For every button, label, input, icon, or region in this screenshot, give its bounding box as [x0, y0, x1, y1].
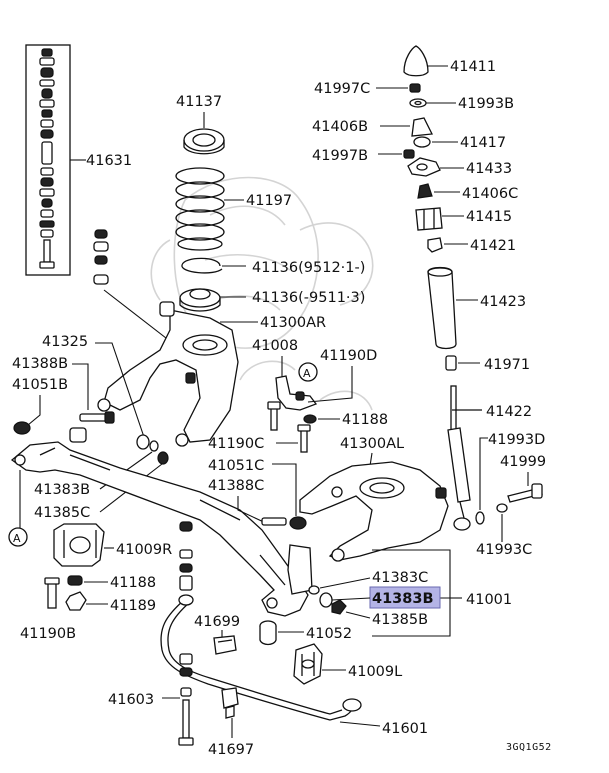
part-label-41999[interactable]: 41999 [500, 454, 546, 470]
part-label-41136-new[interactable]: 41136(9512·1-) [252, 260, 365, 276]
part-label-41993D[interactable]: 41993D [488, 432, 545, 448]
stabilizer-bar-41601: 41601 [160, 594, 428, 737]
part-label-41300AR[interactable]: 41300AR [260, 315, 326, 331]
part-label-41423[interactable]: 41423 [480, 294, 526, 310]
background-watermark [150, 176, 374, 411]
part-label-41601[interactable]: 41601 [382, 721, 428, 737]
coil-spring-assembly: 41137 41197 41136(9512·1-) 41136(-9511·3… [175, 94, 365, 312]
shock-hardware-right: 41993D 41999 41993C [475, 432, 546, 558]
part-label-41421[interactable]: 41421 [470, 238, 516, 254]
part-label-41188-mid[interactable]: 41188 [342, 412, 388, 428]
part-label-41137[interactable]: 41137 [176, 94, 222, 110]
stabilizer-link-stack: 41603 [108, 521, 194, 746]
part-label-41997B[interactable]: 41997B [312, 148, 368, 164]
part-label-41993B[interactable]: 41993B [458, 96, 514, 112]
part-label-41433[interactable]: 41433 [466, 161, 512, 177]
part-label-41383B-highlighted[interactable]: 41383B [372, 591, 434, 607]
part-label-41009L[interactable]: 41009L [348, 664, 402, 680]
left-arm-hardware: 41325 41388B 41051B 41383B 41385C [12, 334, 169, 521]
part-label-41417[interactable]: 41417 [460, 135, 506, 151]
svg-text:A: A [13, 532, 21, 545]
bolt-41188-mid: 41188 [267, 401, 388, 431]
part-label-41136-old[interactable]: 41136(-9511·3) [252, 290, 365, 306]
kit-hardware-stack [39, 48, 55, 269]
part-label-41415[interactable]: 41415 [466, 209, 512, 225]
part-label-41009R[interactable]: 41009R [116, 542, 172, 558]
part-label-41385C[interactable]: 41385C [34, 505, 90, 521]
trailing-arm-right-41300AR: 41300AR [97, 301, 326, 447]
bushing-41699: 41699 [194, 614, 240, 655]
bolt-41190C: 41190C 41051C 41388C [208, 424, 311, 530]
svg-text:A: A [303, 367, 311, 380]
part-label-41385B[interactable]: 41385B [372, 612, 428, 628]
kit-box-41631: 41631 [25, 44, 132, 276]
part-label-41422[interactable]: 41422 [486, 404, 532, 420]
part-label-41001[interactable]: 41001 [466, 592, 512, 608]
part-label-41697[interactable]: 41697 [208, 742, 254, 758]
coil-spring [175, 167, 225, 251]
part-label-41188-left[interactable]: 41188 [110, 575, 156, 591]
part-label-41699[interactable]: 41699 [194, 614, 240, 630]
part-label-41406B[interactable]: 41406B [312, 119, 368, 135]
highlight-box [369, 586, 441, 609]
drawing-code: 3GQ1G52 [506, 742, 552, 753]
part-label-41197[interactable]: 41197 [246, 193, 292, 209]
part-label-41631[interactable]: 41631 [86, 153, 132, 169]
part-label-41190D[interactable]: 41190D [320, 348, 377, 364]
part-label-41325[interactable]: 41325 [42, 334, 88, 350]
part-label-41383C[interactable]: 41383C [372, 570, 428, 586]
mount-bushing-stack [93, 229, 176, 346]
part-label-41300AL[interactable]: 41300AL [340, 436, 404, 452]
part-label-41383B-left[interactable]: 41383B [34, 482, 90, 498]
crossmember-41001: 41001 [10, 427, 512, 617]
part-label-41190C[interactable]: 41190C [208, 436, 264, 452]
part-label-41406C[interactable]: 41406C [462, 186, 518, 202]
part-label-41008[interactable]: 41008 [252, 338, 298, 354]
part-label-41388B[interactable]: 41388B [12, 356, 68, 372]
part-label-41971[interactable]: 41971 [484, 357, 530, 373]
part-label-41388C[interactable]: 41388C [208, 478, 264, 494]
part-label-41051C[interactable]: 41051C [208, 458, 264, 474]
part-label-41190B[interactable]: 41190B [20, 626, 76, 642]
part-label-41411[interactable]: 41411 [450, 59, 496, 75]
part-label-41051B[interactable]: 41051B [12, 377, 68, 393]
part-label-41603[interactable]: 41603 [108, 692, 154, 708]
part-label-41997C[interactable]: 41997C [314, 81, 370, 97]
part-label-41993C[interactable]: 41993C [476, 542, 532, 558]
clamp-41697: 41697 [208, 687, 254, 758]
reference-marker-left[interactable]: A [8, 527, 28, 547]
reference-marker-right[interactable]: A [298, 362, 318, 382]
bracket-41009L: 41009L [293, 643, 402, 685]
bushing-41052: 41052 [259, 620, 352, 646]
callout-box-41001: 41383C 41383B 41385B [308, 549, 451, 637]
bracket-41009R: 41009R 41188 41189 41190B [20, 523, 172, 642]
part-label-41052[interactable]: 41052 [306, 626, 352, 642]
shock-absorber-assembly: 41411 41997C 41993B 41406B 41417 41997B … [312, 45, 532, 531]
part-label-41189[interactable]: 41189 [110, 598, 156, 614]
trailing-arm-left-41300AL: 41300AL [299, 436, 449, 562]
bracket-41008: 41008 41190D [252, 338, 377, 411]
